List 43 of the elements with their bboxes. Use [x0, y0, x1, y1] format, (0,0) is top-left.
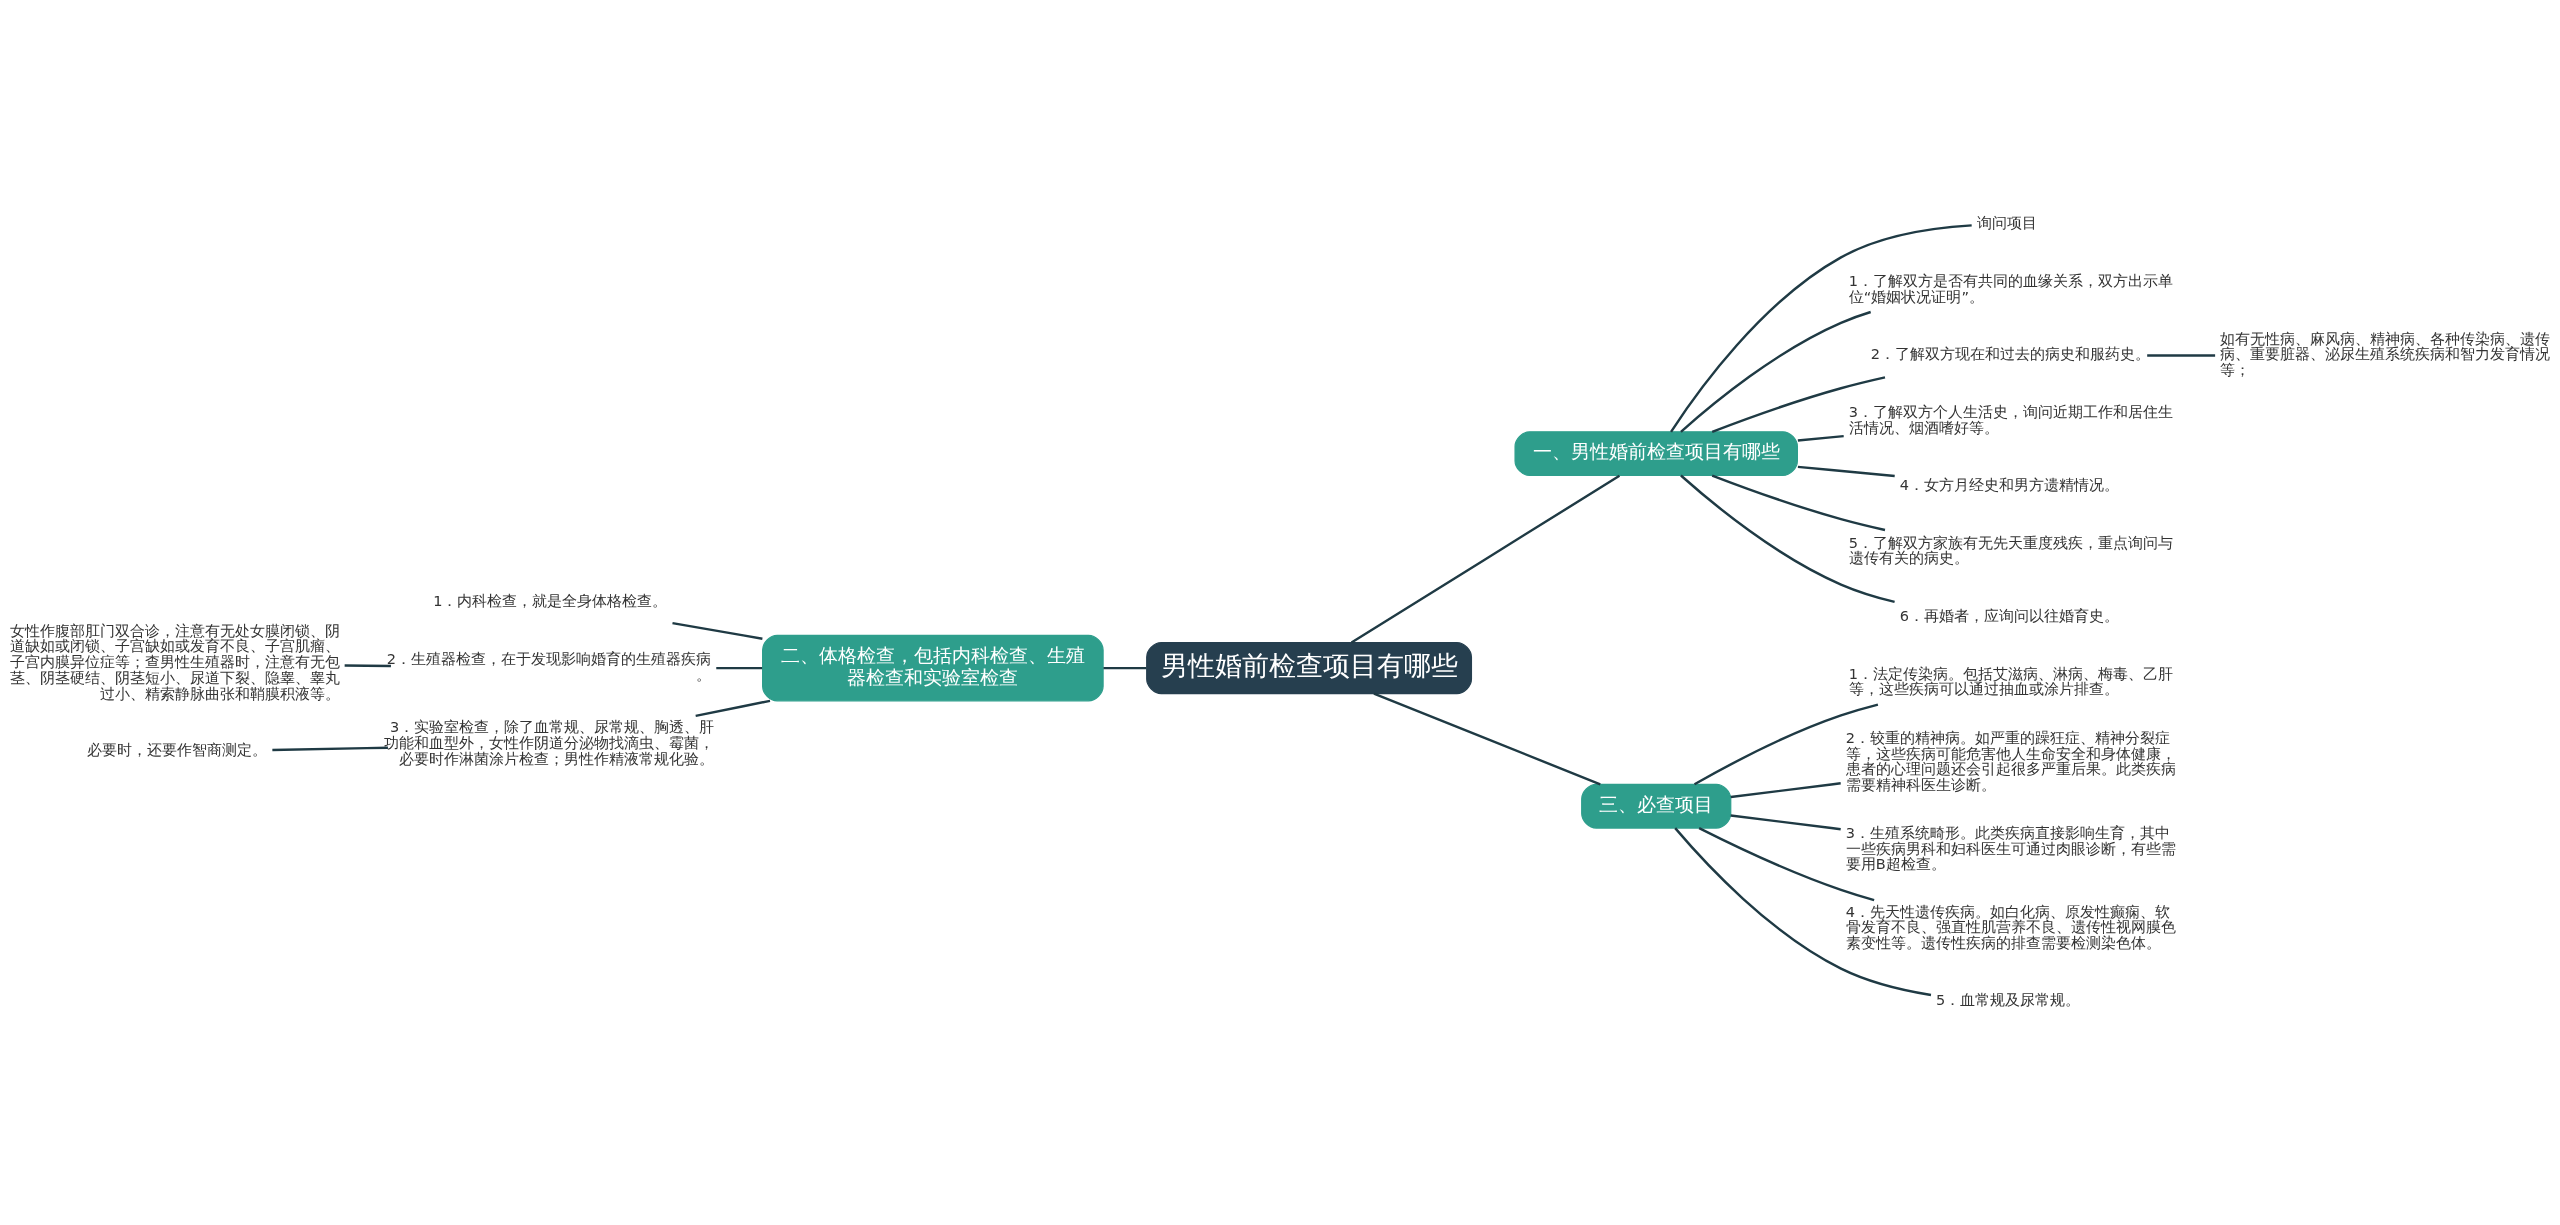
node-text: 3．实验室检查，除了血常规、尿常规、胸透、肝功能和血型外，女性作阴道分泌物找滴虫、霉菌，必要时作淋菌涂片检查；男性作精液常规化验。 — [384, 718, 715, 767]
connector — [672, 621, 763, 640]
node-text: 1．法定传染病。包括艾滋病、淋病、梅毒、乙肝等，这些疾病可以通过抽血或涂片排查。 — [1848, 665, 2174, 697]
connector — [1730, 813, 1841, 830]
node-text: 3．了解双方个人生活史，询问近期工作和居住生活情况、烟酒嗜好等。 — [1848, 403, 2174, 436]
node-box: 男性婚前检查项目有哪些 — [1146, 641, 1473, 694]
connector — [1373, 692, 1601, 785]
node-box: 一、男性婚前检查项目有哪些 — [1514, 430, 1798, 476]
node-text: 3．生殖系统畸形。此类疾病直接影响生育，其中一些疾病男科和妇科医生可通过肉眼诊断，有些需要用B超检查。 — [1845, 824, 2176, 872]
node-text: 如有无性病、麻风病、精神病、各种传染病、遗传病、重要脏器、泌尿生殖系统疾病和智力发育情况等； — [2220, 330, 2551, 378]
connector — [1680, 474, 1895, 603]
connector — [1797, 434, 1844, 442]
connector — [2147, 353, 2216, 357]
connector — [344, 663, 391, 667]
node-box: 二、体格检查，包括内科检查、生殖器检查和实验室检查 — [762, 634, 1104, 701]
connector — [1797, 465, 1895, 477]
connector — [1698, 826, 1875, 901]
node-text: 5．血常规及尿常规。 — [1936, 991, 2081, 1008]
node-text: 5．了解双方家族有无先天重度残疾，重点询问与遗传有关的病史。 — [1848, 534, 2174, 566]
node-text: 2．较重的精神病。如严重的躁狂症、精神分裂症等，这些疾病可能危害他人生命安全和身体健康，患者的心理问题还会引起很多严重后果。此类疾病需要精神科医生诊断。 — [1845, 729, 2176, 793]
connector — [272, 745, 388, 751]
node-text: 1．了解双方是否有共同的血缘关系，双方出示单位“婚姻状况证明”。 — [1848, 272, 2174, 305]
connector — [1670, 223, 1972, 432]
connector — [1103, 666, 1147, 669]
connector — [1693, 702, 1879, 785]
connector — [1680, 310, 1872, 433]
node-text: 2．生殖器检查，在于发现影响婚育的生殖器疾病。 — [386, 650, 712, 683]
node-box: 三、必查项目 — [1581, 783, 1732, 829]
node-text: 询问项目 — [1976, 214, 2037, 231]
node-text: 必要时，还要作智商测定。 — [87, 741, 268, 758]
node-text: 1．内科检查，就是全身体格检查。 — [433, 592, 668, 609]
connector — [1730, 781, 1841, 798]
connector — [1674, 826, 1932, 996]
connector — [1711, 473, 1886, 531]
node-text: 女性作腹部肛门双合诊，注意有无处女膜闭锁、阴道缺如或闭锁、子宫缺如或发育不良、子宫肌瘤、子宫内膜异位症等；查男性生殖器时，注意有无包茎、阴茎硬结、阴茎短小、尿道下裂、隐睾、睾丸过小、精索静脉曲张和鞘膜积液等。 — [9, 622, 340, 702]
connector — [1711, 375, 1886, 433]
connector — [716, 666, 763, 669]
connector — [695, 699, 771, 717]
node-text: 6．再婚者，应询问以往婚育史。 — [1899, 607, 2120, 624]
node-text: 4．女方月经史和男方遗精情况。 — [1899, 476, 2120, 493]
node-text: 2．了解双方现在和过去的病史和服药史。 — [1870, 345, 2150, 362]
node-text: 4．先天性遗传疾病。如白化病、原发性癫痫、软骨发育不良、强直性肌营养不良、遗传性视网膜色素变性等。遗传性疾病的排查需要检测染色体。 — [1845, 903, 2176, 951]
connector — [1350, 474, 1621, 643]
